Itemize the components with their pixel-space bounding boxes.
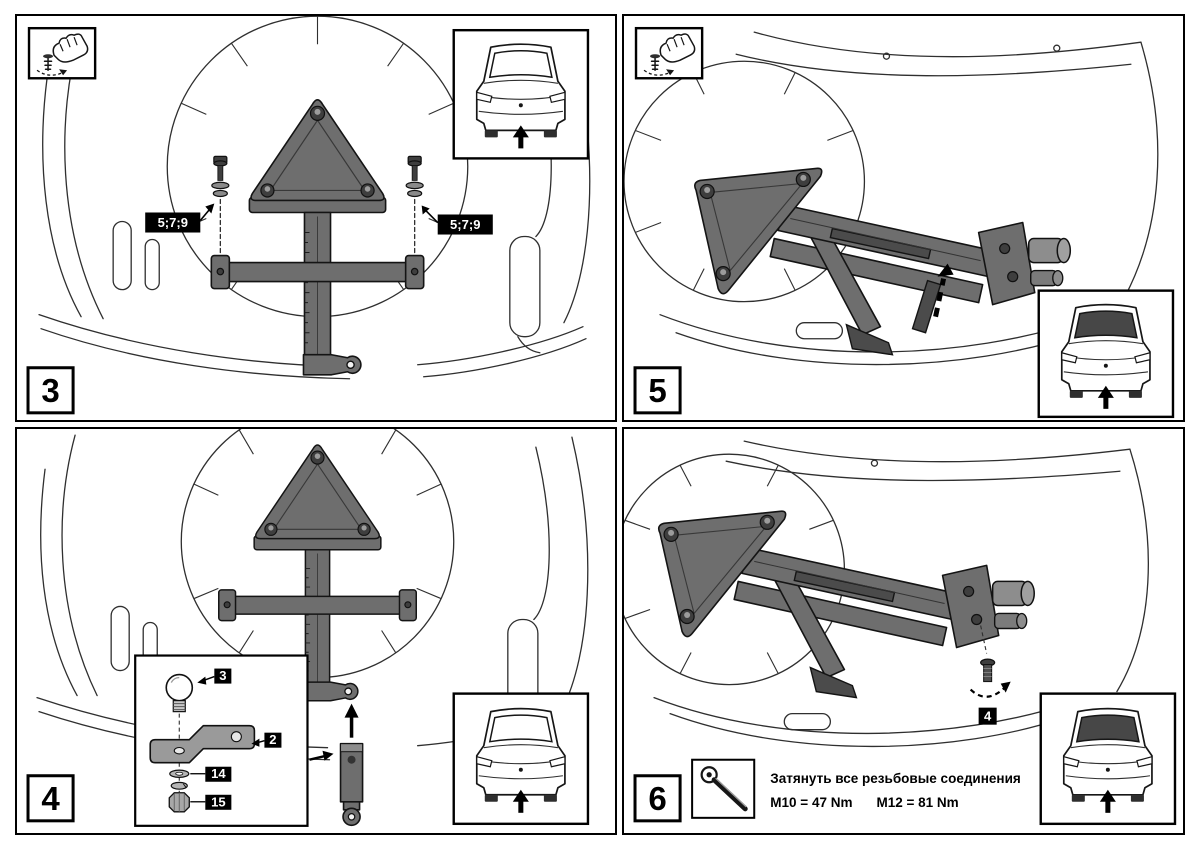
callout-hardware-left: 5;7;9 — [145, 203, 215, 233]
step-4-drawing: 3 2 — [26, 429, 590, 827]
torque-m10: M10 = 47 Nm — [770, 795, 852, 810]
callout-hardware-right: 5;7;9 — [421, 205, 493, 235]
step-number-label: 3 — [41, 373, 59, 410]
insert-arrow — [309, 750, 334, 761]
bolt-washer-stack-left — [211, 155, 230, 254]
step-number: 6 — [633, 774, 682, 823]
callout-mount: 2 — [251, 732, 282, 748]
callout-hardware-right-label: 5;7;9 — [450, 217, 480, 232]
callout-washer-label: 14 — [211, 766, 226, 781]
callout-ball-label: 3 — [219, 668, 226, 683]
step-number-label: 5 — [648, 373, 666, 410]
torque-m12: M12 = 81 Nm — [876, 795, 958, 810]
callout-ball: 3 — [197, 668, 232, 685]
step-3-drawing: 5;7;9 5;7;9 3 — [26, 16, 591, 415]
bolt-washer-stack-right — [405, 155, 424, 254]
car-direction-inset — [1039, 692, 1177, 826]
step-number-label: 6 — [648, 781, 666, 818]
hand-tighten-icon — [27, 26, 97, 80]
car-rear-icon — [1060, 303, 1151, 410]
torque-note-title: Затянуть все резьбовые соединения — [770, 771, 1021, 786]
nut — [168, 792, 190, 813]
towbar-assembly-perspective — [693, 167, 1072, 356]
car-underbody-outline — [653, 440, 1149, 748]
towbar-assembly-front-view — [210, 99, 425, 376]
step-6-drawing: 4 Затянуть все резьбовые соединения M10 … — [624, 440, 1177, 826]
car-direction-inset — [452, 692, 590, 826]
car-rear-icon — [475, 707, 566, 814]
tighten-rotation-arrow — [969, 684, 1008, 698]
hitch-ball — [165, 673, 194, 713]
step-number: 3 — [26, 366, 75, 415]
instruction-panel-step-4: 3 2 — [15, 427, 617, 835]
instruction-panel-step-6: 4 Затянуть все резьбовые соединения M10 … — [622, 427, 1185, 835]
step-number: 4 — [26, 774, 75, 823]
callout-nut-label: 15 — [211, 794, 225, 809]
car-direction-inset — [1037, 289, 1175, 419]
callout-hardware-left-label: 5;7;9 — [158, 215, 188, 230]
callout-bolt-label: 4 — [984, 709, 992, 724]
towbar-assembly-perspective — [657, 510, 1036, 699]
car-underbody-outline — [659, 31, 1159, 366]
instruction-panel-step-5: 5 — [622, 14, 1185, 422]
callout-nut: 15 — [190, 794, 232, 810]
receiver-tube — [339, 703, 364, 827]
washers — [169, 769, 190, 790]
fastener-bolt — [969, 625, 1011, 698]
hand-tighten-icon — [634, 26, 704, 80]
callout-washer: 14 — [190, 766, 232, 782]
ball-mount-parts-inset: 3 2 — [134, 654, 309, 827]
spacer-strip-part — [911, 263, 954, 334]
ball-mount-bracket — [149, 724, 256, 764]
torque-note: Затянуть все резьбовые соединения M10 = … — [691, 758, 1021, 819]
car-rear-icon — [1062, 707, 1153, 814]
wheel-arch — [624, 60, 866, 303]
step-number: 5 — [633, 366, 682, 415]
step-number-label: 4 — [41, 781, 60, 818]
instruction-panel-step-3: 5;7;9 5;7;9 3 — [15, 14, 617, 422]
ratchet-wrench-icon — [700, 766, 748, 812]
car-rear-icon — [475, 43, 566, 150]
insert-direction-dashed-arrow — [933, 278, 947, 318]
car-direction-inset — [452, 28, 590, 160]
step-5-drawing: 5 — [624, 26, 1175, 419]
callout-mount-label: 2 — [269, 732, 276, 747]
callout-bolt: 4 — [978, 707, 997, 725]
